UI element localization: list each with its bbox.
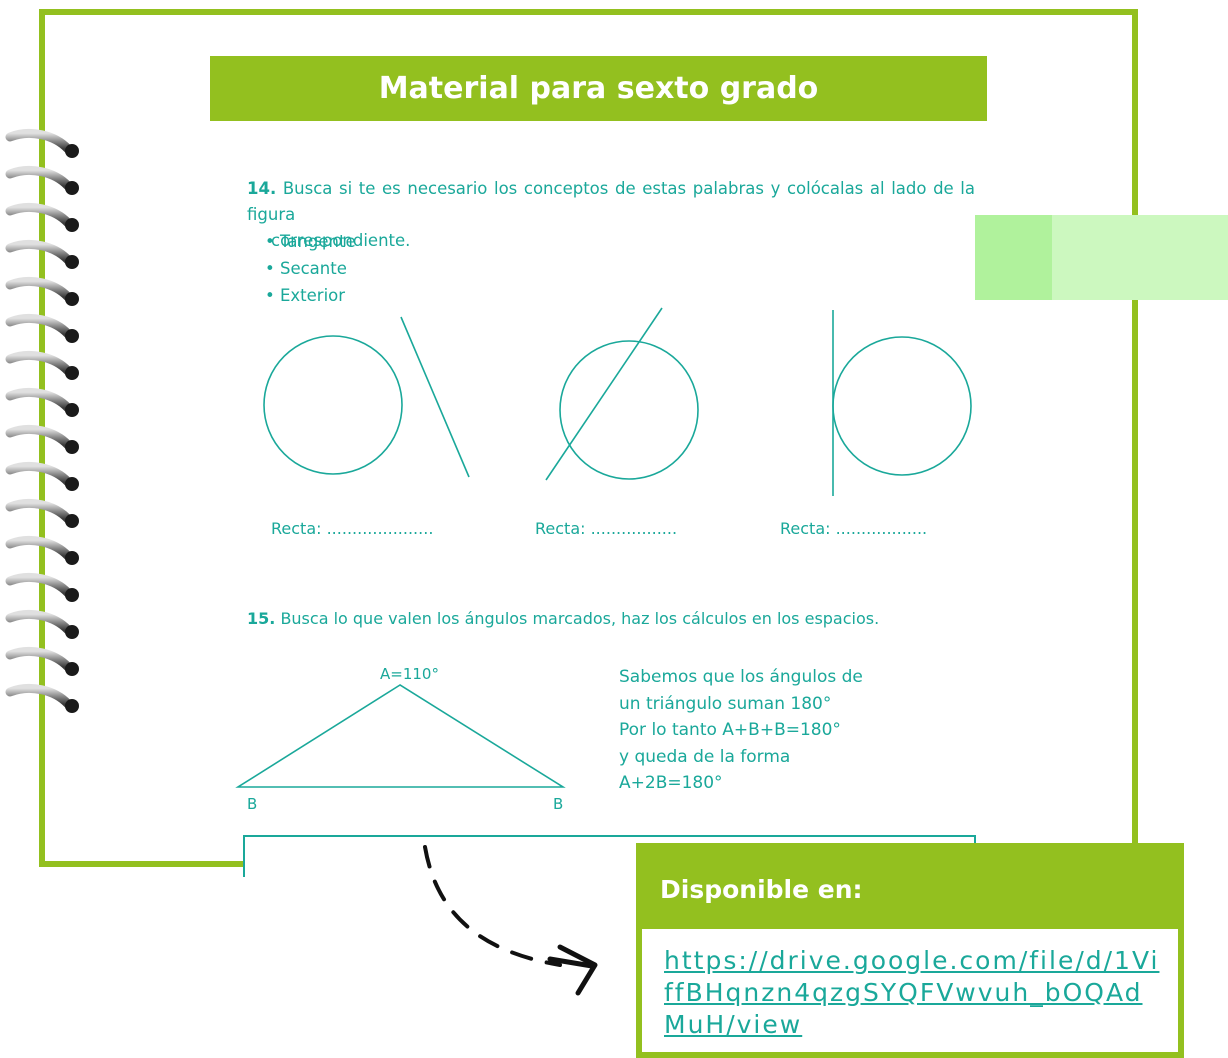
explanation-line: Por lo tanto A+B+B=180° xyxy=(619,720,841,740)
explanation-text: Sabemos que los ángulos de un triángulo … xyxy=(619,664,863,797)
drive-link[interactable]: https://drive.google.com/file/d/1ViffBHq… xyxy=(664,946,1160,1039)
explanation-line: A+2B=180° xyxy=(619,773,723,793)
spiral-ring xyxy=(5,387,79,417)
list-item: Secante xyxy=(265,255,356,282)
sticky-note xyxy=(975,215,1055,300)
exterior-circle xyxy=(263,335,403,475)
apex-label: A=110° xyxy=(380,665,439,683)
exercise-15-instruction: 15. Busca lo que valen los ángulos marca… xyxy=(247,609,879,628)
spiral-ring xyxy=(5,128,79,158)
spiral-ring xyxy=(5,535,79,565)
spiral-ring xyxy=(5,683,79,713)
exercise-number: 14. xyxy=(247,179,277,198)
spiral-ring xyxy=(5,313,79,343)
exercise-text: Busca lo que valen los ángulos marcados,… xyxy=(280,609,880,628)
spiral-ring xyxy=(5,646,79,676)
spiral-ring xyxy=(5,276,79,306)
exterior-line xyxy=(400,316,470,478)
recta-label: Recta: ................. xyxy=(535,519,678,538)
spiral-ring xyxy=(5,609,79,639)
secant-circle xyxy=(559,340,699,480)
notebook-page xyxy=(39,9,1138,867)
spiral-binding-icon xyxy=(5,128,79,713)
list-item: Exterior xyxy=(265,282,356,309)
spiral-ring xyxy=(5,461,79,491)
base-left-label: B xyxy=(247,795,258,813)
tangent-circle xyxy=(832,336,972,476)
spiral-ring xyxy=(5,239,79,269)
spiral-ring xyxy=(5,165,79,195)
exercise-number: 15. xyxy=(247,609,276,628)
page-title: Material para sexto grado xyxy=(210,56,987,121)
dashed-arrow-icon xyxy=(423,845,598,996)
exercise-text-continued: correspondiente. xyxy=(271,231,411,250)
spiral-ring xyxy=(5,498,79,528)
list-item: Tangente xyxy=(265,228,356,255)
sticky-note xyxy=(1052,215,1228,300)
triangle-figure xyxy=(235,684,566,788)
explanation-line: un triángulo suman 180° xyxy=(619,693,832,714)
spiral-ring xyxy=(5,572,79,602)
base-right-label: B xyxy=(553,795,564,813)
exercise-text: Busca si te es necesario los conceptos d… xyxy=(247,179,975,224)
circle-figures xyxy=(263,307,972,496)
explanation-line: Sabemos que los ángulos de xyxy=(619,667,863,687)
recta-label: Recta: ..................... xyxy=(271,519,434,538)
availability-heading: Disponible en: xyxy=(642,849,1178,929)
spiral-ring xyxy=(5,424,79,454)
availability-box: Disponible en: https://drive.google.com/… xyxy=(636,843,1184,1058)
spiral-ring xyxy=(5,350,79,380)
exercise-14-instruction: 14. Busca si te es necesario los concept… xyxy=(247,176,975,254)
secant-line xyxy=(545,307,663,481)
recta-label: Recta: .................. xyxy=(780,519,928,538)
explanation-line: y queda de la forma xyxy=(619,746,791,767)
spiral-ring xyxy=(5,202,79,232)
term-list: Tangente Secante Exterior xyxy=(265,228,356,309)
